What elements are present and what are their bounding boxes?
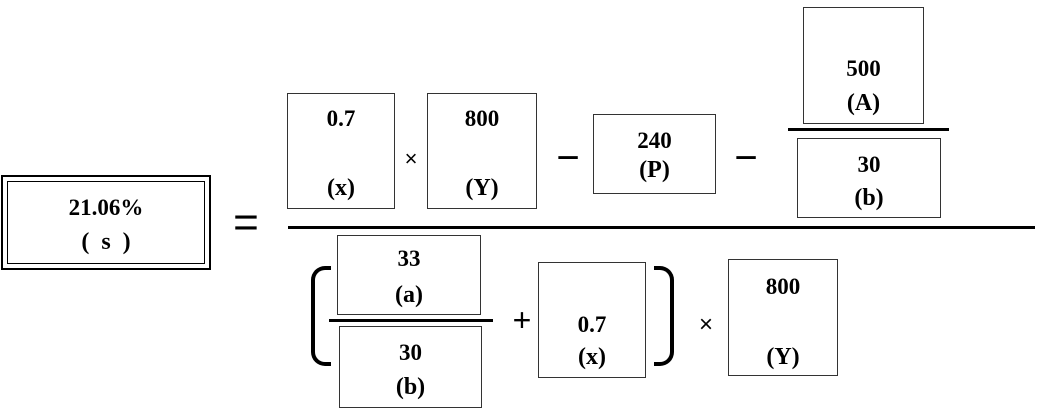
numerator-b-value: 30 — [857, 152, 881, 177]
denominator-x-value: 0.7 — [577, 312, 607, 337]
numerator-inner-fraction-bar — [788, 128, 949, 131]
result-label: ( s ) — [81, 229, 131, 255]
denominator-a-box: 33 (a) — [337, 235, 481, 315]
denominator-a-label: (a) — [395, 282, 423, 308]
numerator-p-label: (P) — [639, 157, 670, 183]
numerator-x-label: (x) — [327, 175, 355, 201]
numerator-p-box: 240 (P) — [593, 114, 716, 194]
numerator-y-label: (Y) — [465, 175, 499, 201]
denominator-a-value: 33 — [397, 246, 421, 271]
numerator-b-box: 30 (b) — [797, 138, 941, 218]
denominator-b-label: (b) — [395, 374, 426, 400]
denominator-y-value: 800 — [765, 274, 801, 299]
numerator-x-value: 0.7 — [326, 106, 356, 131]
numerator-b-label: (b) — [854, 185, 884, 211]
numerator-p-value: 240 — [637, 128, 672, 153]
plus-sign: + — [512, 302, 532, 338]
times-sign-denominator: × — [698, 311, 713, 338]
denominator-y-label: (Y) — [766, 344, 800, 370]
numerator-y-box: 800 (Y) — [427, 93, 537, 209]
main-fraction-bar — [288, 226, 1035, 229]
minus-sign-1: − — [556, 136, 580, 180]
left-bracket — [311, 266, 331, 366]
denominator-x-label: (x) — [578, 344, 606, 370]
right-bracket — [654, 266, 674, 366]
numerator-a-label: (A) — [846, 90, 881, 116]
denominator-b-value: 30 — [399, 340, 422, 365]
denominator-b-box: 30 (b) — [339, 326, 482, 408]
minus-sign-2: − — [734, 136, 758, 180]
equals-sign: = — [233, 198, 259, 247]
denominator-inner-fraction-bar — [329, 319, 493, 322]
numerator-a-value: 500 — [846, 56, 881, 81]
result-value: 21.06% — [68, 195, 144, 220]
numerator-a-box: 500 (A) — [803, 7, 924, 124]
numerator-x-box: 0.7 (x) — [287, 93, 395, 209]
result-box: 21.06% ( s ) — [1, 175, 211, 270]
numerator-y-value: 800 — [464, 106, 500, 131]
denominator-x-box: 0.7 (x) — [538, 262, 646, 378]
denominator-y-box: 800 (Y) — [728, 259, 838, 376]
times-sign-numerator: × — [404, 146, 418, 171]
